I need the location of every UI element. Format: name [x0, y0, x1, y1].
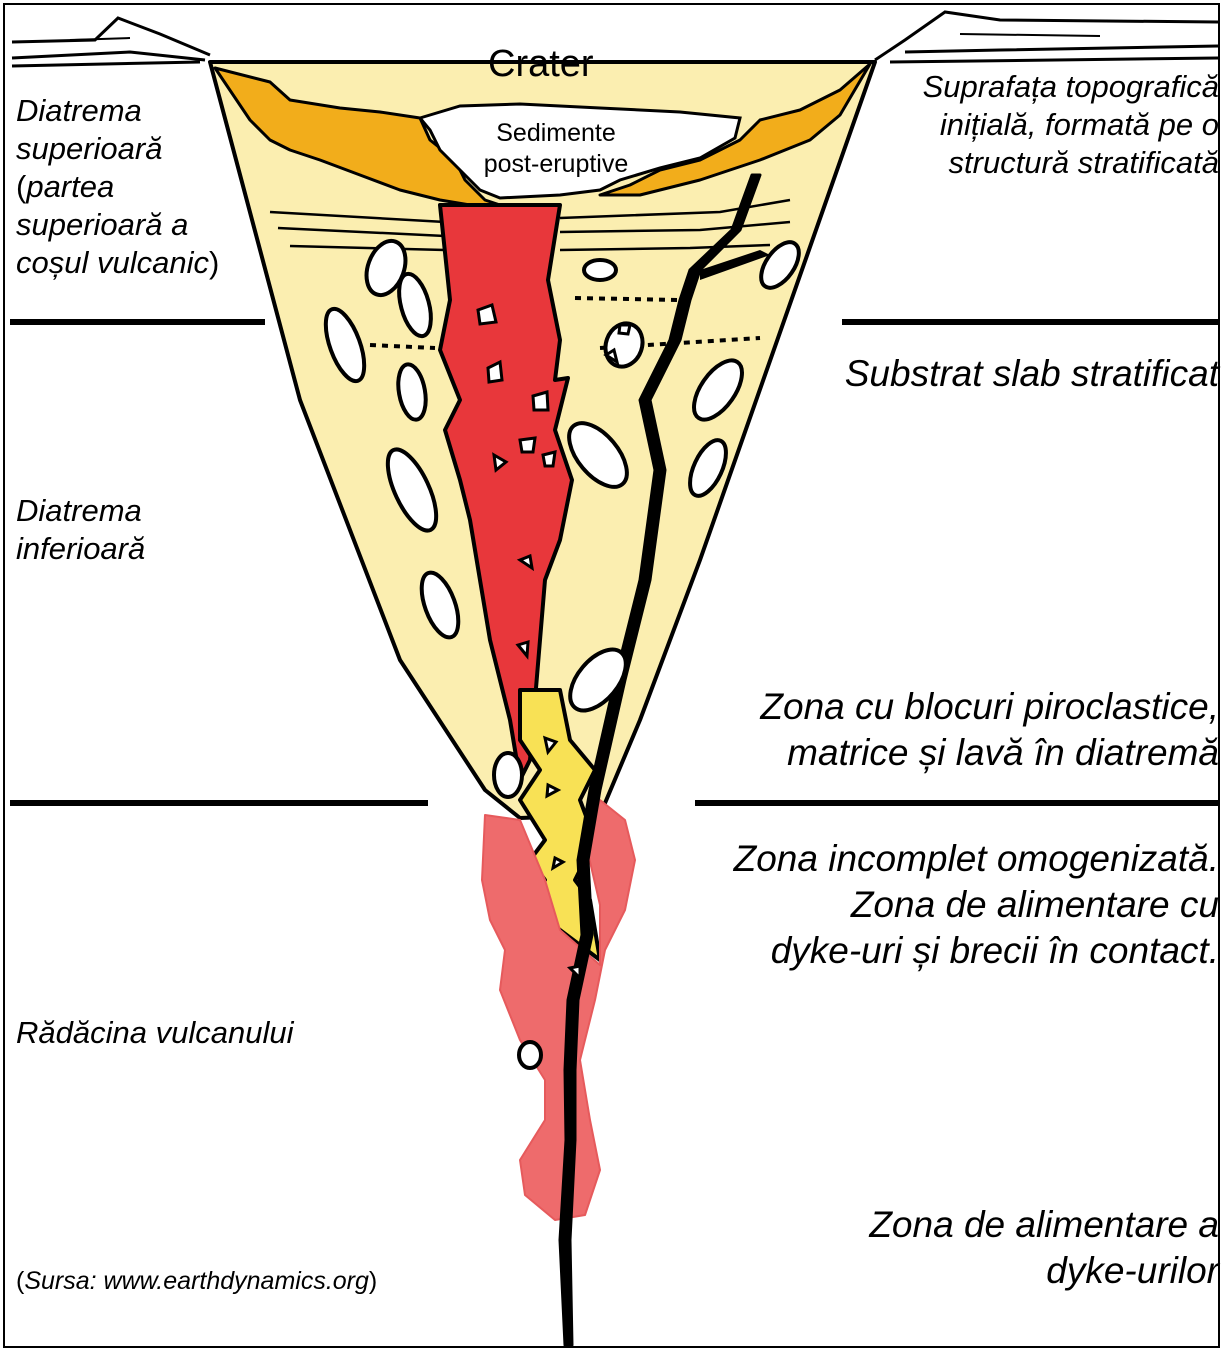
- block-zone-label: Zona cu blocuri piroclastice, matrice și…: [760, 684, 1219, 776]
- upper-diatreme-line-5: coșul vulcanic): [16, 244, 219, 282]
- lower-diatreme-line-2: inferioară: [16, 530, 145, 568]
- surface-line-2: inițială, formată pe o: [923, 106, 1219, 144]
- source-close-paren: ): [369, 1267, 377, 1295]
- surface-line-3: structură stratificată: [923, 144, 1219, 182]
- incomplete-zone-line-3: dyke-uri și brecii în contact.: [734, 928, 1219, 974]
- substrate-label: Substrat slab stratificat: [845, 352, 1219, 396]
- lower-diatreme-line-1: Diatrema: [16, 492, 145, 530]
- block-zone-line-2: matrice și lavă în diatremă: [760, 730, 1219, 776]
- upper-diatreme-line-3: (partea: [16, 168, 219, 206]
- sediments-line-1: Sedimente: [466, 118, 646, 149]
- sediments-line-2: post-eruptive: [466, 149, 646, 180]
- incomplete-zone-line-1: Zona incomplet omogenizată.: [734, 836, 1219, 882]
- surface-line-1: Suprafața topografică: [923, 68, 1219, 106]
- sediments-label: Sedimente post-eruptive: [466, 118, 646, 180]
- surface-label: Suprafața topografică inițială, formată …: [923, 68, 1219, 182]
- surface-strata-right: [875, 12, 1218, 62]
- open-paren: (: [16, 169, 26, 204]
- feeder-zone-line-2: dyke-urilor: [869, 1248, 1219, 1294]
- incomplete-zone-label: Zona incomplet omogenizată. Zona de alim…: [734, 836, 1219, 974]
- upper-diatreme-line-4: superioară a: [16, 206, 219, 244]
- close-paren: ): [209, 245, 219, 280]
- upper-diatreme-line-5-text: coșul vulcanic: [16, 245, 209, 280]
- upper-diatreme-label: Diatrema superioară (partea superioară a…: [16, 92, 219, 282]
- upper-diatreme-line-1: Diatrema: [16, 92, 219, 130]
- block-zone-line-1: Zona cu blocuri piroclastice,: [760, 684, 1219, 730]
- source-text: Sursa: www.earthdynamics.org: [24, 1267, 369, 1295]
- upper-diatreme-line-3-text: partea: [26, 169, 114, 204]
- upper-diatreme-line-2: superioară: [16, 130, 219, 168]
- crater-label: Crater: [488, 45, 594, 83]
- feeder-zone-label: Zona de alimentare a dyke-urilor: [869, 1202, 1219, 1294]
- incomplete-zone-line-2: Zona de alimentare cu: [734, 882, 1219, 928]
- surface-strata-left: [12, 18, 210, 66]
- feeder-zone-line-1: Zona de alimentare a: [869, 1202, 1219, 1248]
- lower-diatreme-label: Diatrema inferioară: [16, 492, 145, 568]
- source-label: (Sursa: www.earthdynamics.org): [16, 1262, 377, 1300]
- root-label: Rădăcina vulcanului: [16, 1014, 293, 1052]
